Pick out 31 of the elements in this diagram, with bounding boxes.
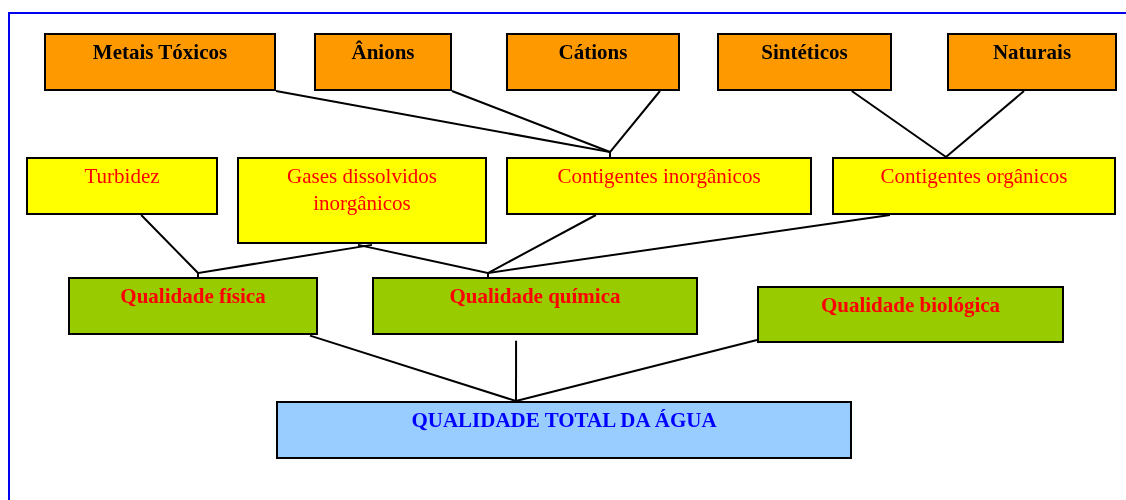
category-box <box>44 33 276 91</box>
box-label: Contigentes orgânicos <box>880 163 1068 190</box>
category-box <box>276 401 852 459</box>
box-label: Gases dissolvidos inorgânicos <box>286 163 438 217</box>
box-label: Sintéticos <box>761 39 848 66</box>
box-label: Contigentes inorgânicos <box>557 163 761 190</box>
category-box <box>717 33 892 91</box>
connector-line <box>945 90 1025 158</box>
box-label: Turbidez <box>84 163 160 190</box>
box-label: Metais Tóxicos <box>92 39 228 66</box>
connector-line <box>515 339 518 402</box>
box-label: Qualidade biológica <box>820 292 1001 319</box>
category-box <box>372 277 698 335</box>
category-box <box>832 157 1116 215</box>
box-label: Ânions <box>351 39 415 66</box>
connector-line <box>515 339 758 402</box>
box-label: Qualidade física <box>120 283 266 310</box>
category-box <box>506 33 680 91</box>
box-label: Naturais <box>992 39 1072 66</box>
category-box <box>26 157 218 215</box>
category-box <box>237 157 487 244</box>
connector-line <box>309 334 517 402</box>
category-box <box>947 33 1117 91</box>
connector-line <box>850 90 947 158</box>
box-label: Cátions <box>558 39 628 66</box>
box-label: QUALIDADE TOTAL DA ÁGUA <box>411 407 717 434</box>
category-box <box>506 157 812 215</box>
box-label: Qualidade química <box>449 283 621 310</box>
category-box <box>68 277 318 335</box>
category-box <box>757 286 1064 343</box>
category-box <box>314 33 452 91</box>
